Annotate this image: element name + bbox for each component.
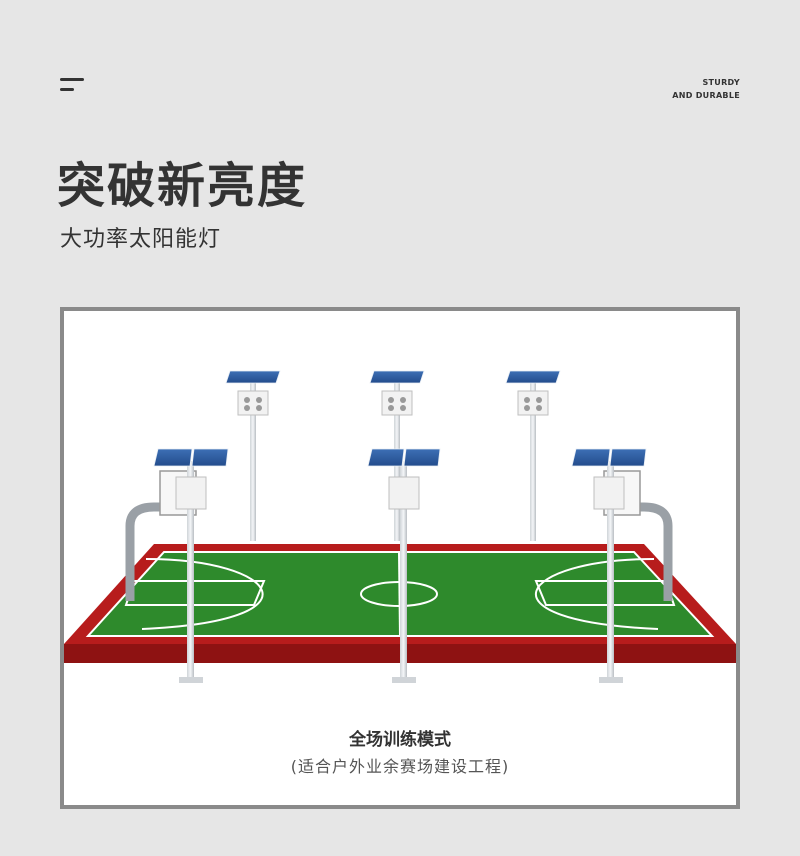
tagline-line-2: AND DURABLE	[672, 91, 740, 100]
scene-caption-subtitle: (适合户外业余赛场建设工程)	[290, 757, 510, 776]
hamburger-menu-icon[interactable]	[60, 78, 86, 96]
front-light-pole-right	[571, 448, 647, 683]
page-title: 突破新亮度	[57, 158, 308, 214]
back-light-pole-right	[505, 370, 561, 541]
tagline: STURDY AND DURABLE	[672, 76, 740, 102]
tagline-line-1: STURDY	[702, 78, 740, 87]
front-light-pole-left	[153, 448, 229, 683]
product-image-frame: 全场训练模式 (适合户外业余赛场建设工程)	[60, 307, 740, 809]
basketball-court-illustration	[64, 370, 736, 683]
page-subtitle: 大功率太阳能灯	[60, 227, 222, 252]
scene-caption-title: 全场训练模式	[349, 730, 451, 750]
front-light-pole-center	[367, 448, 441, 683]
back-light-pole-left	[225, 370, 281, 541]
